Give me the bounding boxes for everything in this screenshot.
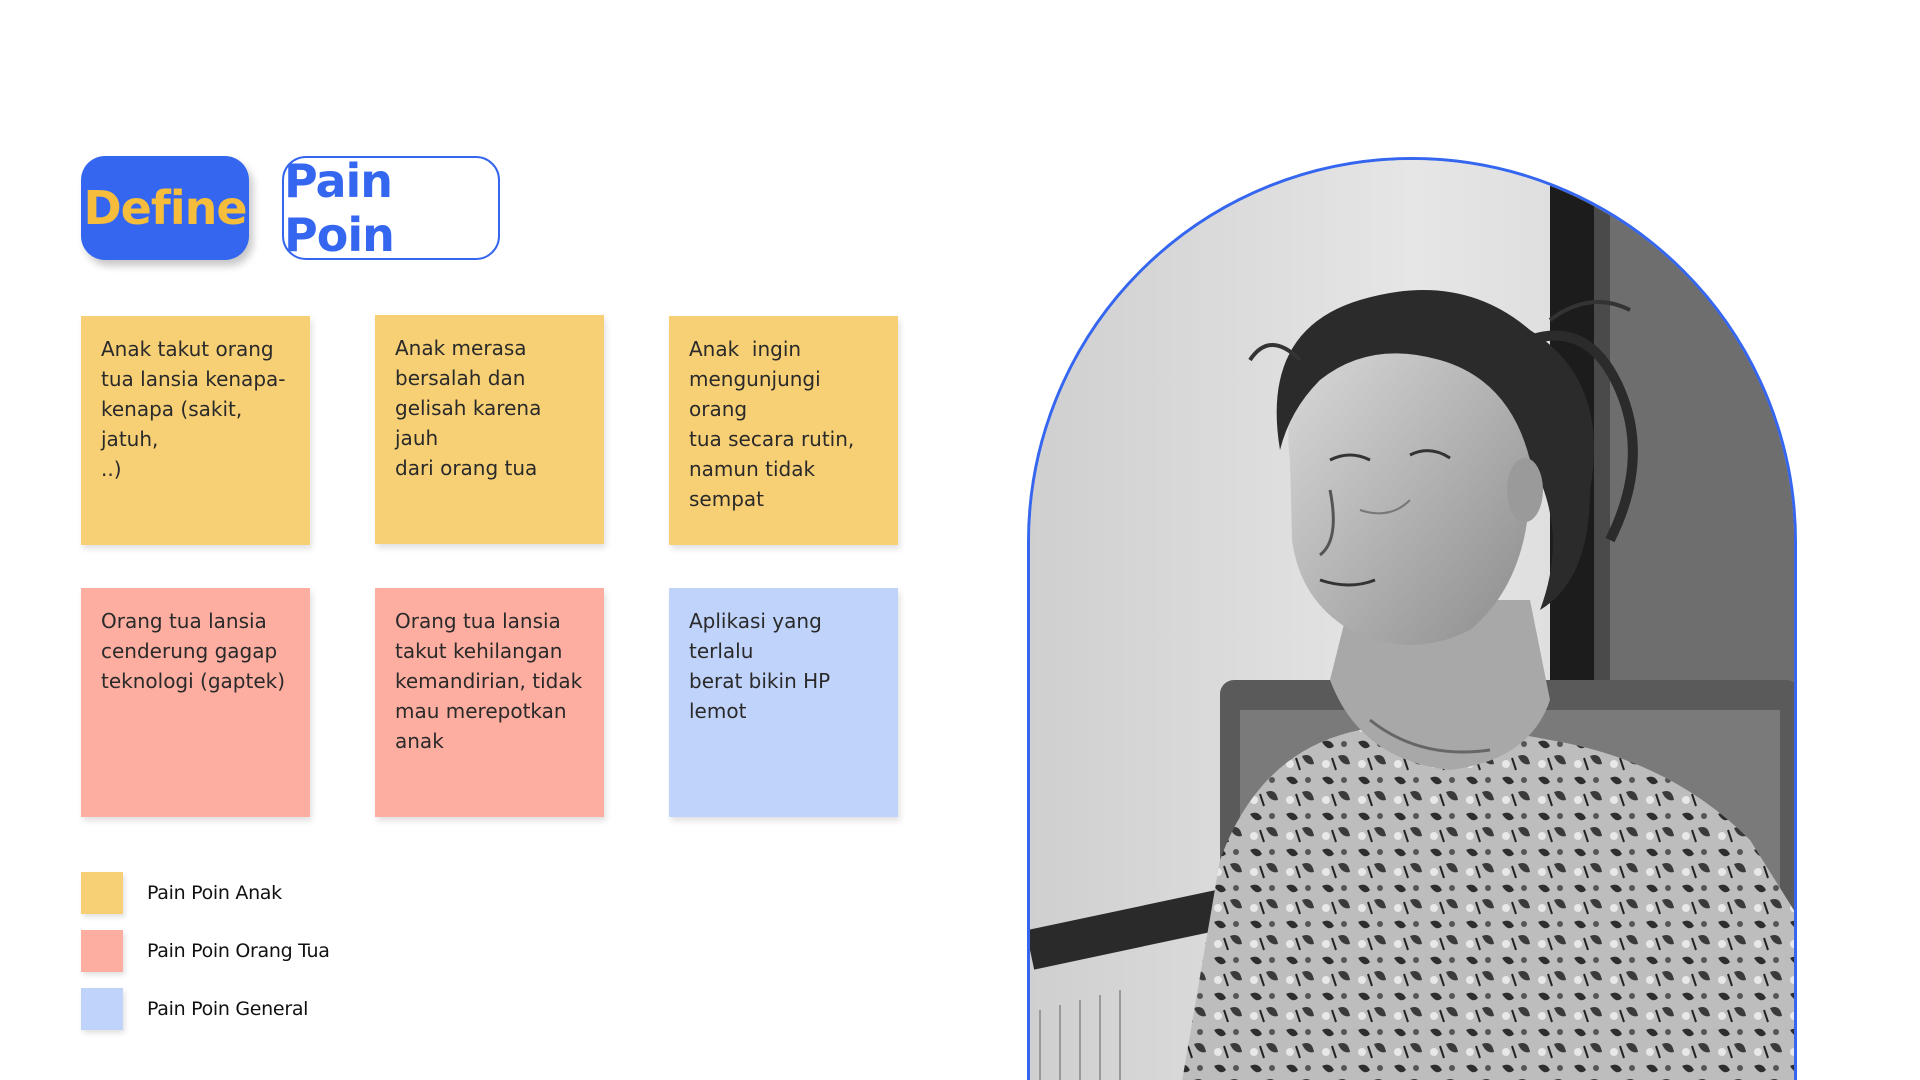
- pain-poin-badge: Pain Poin: [282, 154, 500, 262]
- elderly-woman-photo: [1030, 160, 1794, 1080]
- define-badge: Define: [81, 156, 249, 260]
- legend-label-anak: Pain Poin Anak: [147, 882, 282, 904]
- legend-item-orang-tua: Pain Poin Orang Tua: [81, 930, 330, 972]
- sticky-note-anak-3: Anak ingin mengunjungi orang tua secara …: [669, 316, 898, 545]
- legend-swatch-orang-tua: [81, 930, 123, 972]
- legend-swatch-general: [81, 988, 123, 1030]
- legend-swatch-anak: [81, 872, 123, 914]
- sticky-note-ortu-1: Orang tua lansia cenderung gagap teknolo…: [81, 588, 310, 817]
- sticky-note-general-1: Aplikasi yang terlalu berat bikin HP lem…: [669, 588, 898, 817]
- legend-item-anak: Pain Poin Anak: [81, 872, 282, 914]
- legend-label-general: Pain Poin General: [147, 998, 309, 1020]
- sticky-note-anak-1: Anak takut orang tua lansia kenapa- kena…: [81, 316, 310, 545]
- sticky-note-anak-2: Anak merasa bersalah dan gelisah karena …: [375, 315, 604, 544]
- legend-item-general: Pain Poin General: [81, 988, 308, 1030]
- sticky-note-ortu-2: Orang tua lansia takut kehilangan kemand…: [375, 588, 604, 817]
- photo-frame: [1027, 157, 1797, 1080]
- legend-label-orang-tua: Pain Poin Orang Tua: [147, 940, 330, 962]
